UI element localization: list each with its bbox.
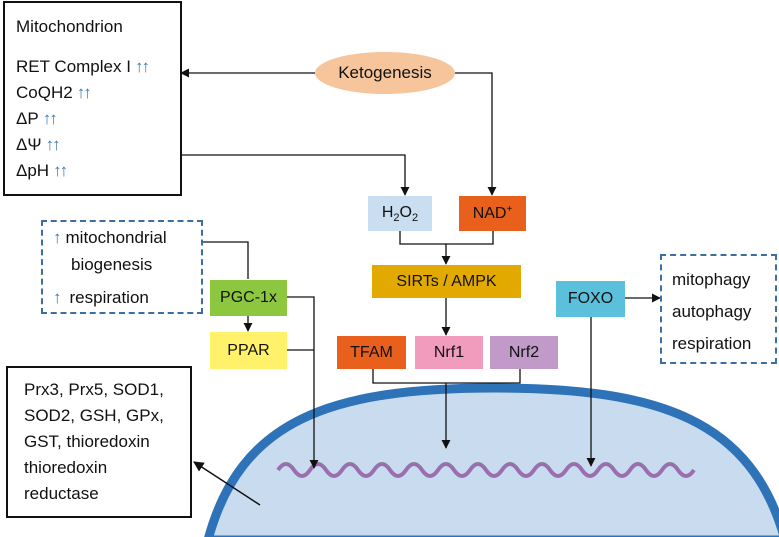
biogenesis-box: ↑mitochondrial biogenesis ↑respiration [41,220,203,314]
antioxidant-line-2: SOD2, GSH, GPx, [24,406,164,425]
tfam-label: TFAM [350,343,393,361]
tfam-node: TFAM [337,336,406,369]
bracket-h2o2-nad [399,231,494,245]
mitochondrion-box: Mitochondrion RET Complex I↑↑ CoQH2↑↑ ΔP… [3,1,182,196]
arrow-to-antioxidants [193,461,261,506]
up-arrow-icon: ↑↑ [45,135,61,154]
foxo-target-autophagy: autophagy [672,302,752,321]
nrf1-label: Nrf1 [433,343,465,361]
antioxidant-box: Prx3, Prx5, SOD1, SOD2, GSH, GPx, GST, t… [6,366,192,518]
mitochondrion-title: Mitochondrion [16,17,123,36]
ketogenesis-node: Ketogenesis [315,52,455,94]
nrf1-node: Nrf1 [415,336,483,369]
nad-label: NAD+ [472,204,513,222]
h2o2-node: H2O2 [368,196,432,231]
bracket-tfam-nrf [372,369,521,384]
pgc-label: PGC-1x [220,289,277,306]
mito-item-dph: ΔpH↑↑ [16,161,68,180]
up-arrow-icon: ↑↑ [42,109,58,128]
nad-node: NAD+ [459,196,526,231]
antioxidant-line-4: thioredoxin [24,458,108,477]
arrow-mito-to-h2o2 [181,154,410,196]
pgc-node: PGC-1x [210,280,287,316]
mito-item-dpsi: ΔΨ↑↑ [16,135,61,154]
antioxidant-line-1: Prx3, Prx5, SOD1, [24,380,164,399]
sirts-ampk-label: SIRTs / AMPK [396,272,497,290]
mito-item-coqh2: CoQH2↑↑ [16,83,92,102]
up-arrow-icon: ↑↑ [76,83,92,102]
antioxidant-line-5: reductase [24,484,99,503]
biogenesis-line-1: ↑mitochondrial [53,228,167,247]
antioxidant-line-3: GST, thioredoxin [24,432,150,451]
biogenesis-line-2: biogenesis [71,255,153,274]
arrow-keto-to-nad [455,72,497,196]
nucleus [204,383,779,537]
line-biogenesis-to-pgc [202,241,249,279]
mito-item-dp: ΔP↑↑ [16,109,58,128]
ppar-node: PPAR [210,332,287,369]
biogenesis-line-3: ↑respiration [53,288,149,307]
foxo-node: FOXO [556,281,625,317]
nrf2-node: Nrf2 [490,336,558,369]
up-arrow-icon: ↑ [53,288,61,307]
nrf2-label: Nrf2 [508,343,540,361]
foxo-target-mitophagy: mitophagy [672,270,751,289]
mito-item-ret: RET Complex I↑↑ [16,57,150,76]
sirts-ampk-node: SIRTs / AMPK [372,265,521,298]
ketogenesis-label: Ketogenesis [338,63,432,82]
foxo-target-respiration: respiration [672,334,752,353]
up-arrow-icon: ↑↑ [53,161,68,180]
foxo-targets-box: mitophagy autophagy respiration [660,254,777,364]
arrow-pgc-to-nucleus [287,296,319,469]
foxo-label: FOXO [567,290,614,307]
dna-coil [276,462,696,478]
h2o2-label: H2O2 [381,203,419,224]
ppar-label: PPAR [227,341,270,359]
up-arrow-icon: ↑↑ [134,57,150,76]
up-arrow-icon: ↑ [53,228,61,247]
